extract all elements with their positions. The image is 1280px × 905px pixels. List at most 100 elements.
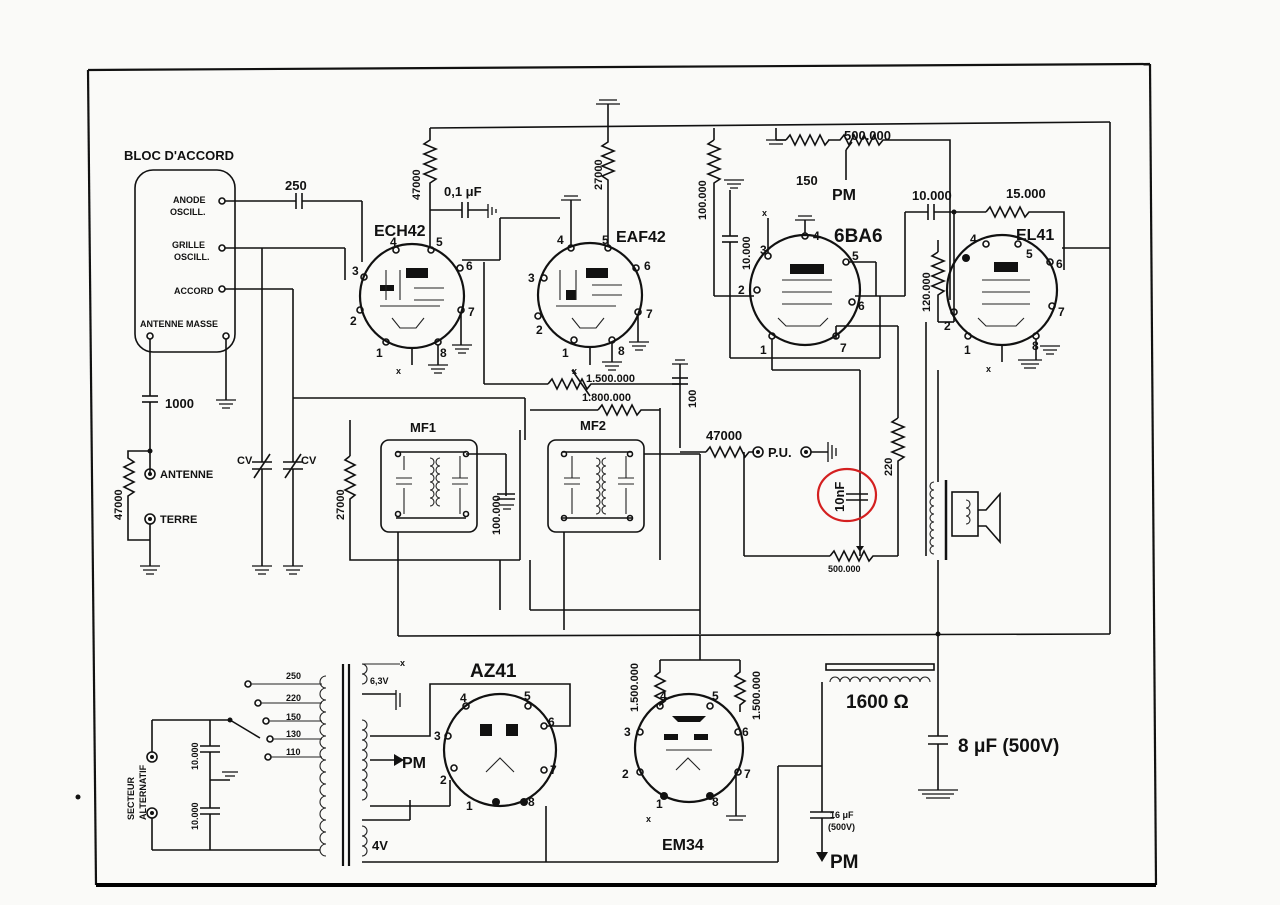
c10nf-label: 10nF [832,482,847,512]
svg-text:6: 6 [644,259,651,273]
r150-label: 150 [796,173,818,188]
svg-text:1: 1 [760,343,767,357]
filter-section: 1600 Ω 8 μF (500V) 16 μF (500V) PM [810,663,1059,873]
svg-text:8: 8 [440,346,447,360]
power-transformer: 250 220 150 130 110 6,3V x PM 4V [227,658,546,866]
c8uf-label: 8 μF (500V) [958,736,1059,757]
svg-text:7: 7 [646,307,653,321]
svg-text:2: 2 [440,773,447,787]
svg-text:3: 3 [624,725,631,739]
svg-text:5: 5 [524,689,531,703]
az41-label: AZ41 [470,661,517,682]
svg-text:x: x [572,366,577,376]
c01uf-label: 0,1 μF [444,184,482,199]
grille-terminal [218,244,226,252]
c1000-label: 1000 [165,396,194,411]
svg-text:7: 7 [840,341,847,355]
bloc-oscill2-label: OSCILL. [174,252,210,262]
svg-text:2: 2 [944,319,951,333]
svg-text:2: 2 [536,323,543,337]
svg-text:7: 7 [744,767,751,781]
r220-label: 220 [883,458,895,476]
svg-text:4: 4 [813,229,820,243]
tap130-label: 130 [286,729,301,739]
svg-text:x: x [400,658,405,668]
svg-text:x: x [986,364,991,374]
secteur-label: SECTEUR [126,776,136,820]
c10000-el41-label: 10.000 [912,188,952,203]
svg-text:2: 2 [738,283,745,297]
output-transformer [929,370,1001,736]
mf2-label: MF2 [580,418,606,433]
mains-input: SECTEUR ALTERNATIF 10.000 10.000 [126,719,320,851]
eaf42-tube: EAF42 3 2 1 8 7 6 5 4 x 27000 [528,99,666,376]
svg-text:6: 6 [858,299,865,313]
antenne-terminal-label: ANTENNE [160,469,213,481]
r1500000-em-l-label: 1.500.000 [629,663,641,712]
terre-terminal-label: TERRE [160,514,197,526]
em34-label: EM34 [662,837,704,854]
svg-text:8: 8 [712,795,719,809]
c10000-6ba6-label: 10.000 [741,236,753,270]
svg-text:6: 6 [742,725,749,739]
svg-text:7: 7 [1058,305,1065,319]
svg-text:x: x [646,814,651,824]
tap250-label: 250 [286,671,301,681]
svg-text:7: 7 [550,763,557,777]
svg-text:x: x [762,208,767,218]
bloc-grille-label: GRILLE [172,240,205,250]
pm-bottom-label: PM [830,852,859,873]
mf-section: MF1 MF2 27000 100.000 [335,398,700,636]
svg-text:x: x [396,366,401,376]
svg-text:5: 5 [436,235,443,249]
r47000-ant-label: 47000 [113,489,125,520]
alternatif-label: ALTERNATIF [138,764,148,820]
c250-label: 250 [285,178,307,193]
v4-label: 4V [372,838,388,853]
pm-mid-label: PM [402,755,426,772]
hv-rail-bottom [397,633,1111,637]
svg-text:4: 4 [660,689,667,703]
top-pot: 150 500.000 PM [766,128,951,300]
svg-text:4: 4 [390,235,397,249]
r1500000-em-r-label: 1.500.000 [751,671,763,720]
svg-text:1: 1 [562,346,569,360]
c10000-a-label: 10.000 [190,742,200,770]
svg-text:6: 6 [466,259,473,273]
r47000-top-label: 47000 [411,169,423,200]
volume-section: 220 500.000 [828,417,907,574]
em34-tube: EM34 4 5 3 6 2 7 1 8 x 1.500.000 1.500.0… [622,636,763,854]
c250: 250 [225,178,363,262]
r100000-label: 100.000 [697,180,709,220]
pu-terminal-label: P.U. [768,445,792,460]
r47000-pu-label: 47000 [706,428,742,443]
svg-text:8: 8 [528,795,535,809]
bloc-title: BLOC D'ACCORD [124,148,234,163]
bloc-accord: BLOC D'ACCORD ANODE OSCILL. GRILLE OSCIL… [124,148,236,353]
6ba6-tube: 100.000 10.000 6BA6 3 2 1 7 6 5 4 x [697,128,905,548]
anode-terminal [218,197,226,205]
ech42-label: ECH42 [374,223,426,240]
c10nf: 10nF [816,467,878,523]
r1800000-label: 1.800.000 [582,392,631,404]
bloc-accord-label: ACCORD [174,286,214,296]
eaf42-label: EAF42 [616,229,666,246]
tap150-label: 150 [286,712,301,722]
svg-text:6: 6 [548,715,555,729]
bloc-oscill1-label: OSCILL. [170,207,206,217]
pot500000-top-label: 500.000 [844,128,891,143]
pm-top-label: PM [832,187,856,204]
bloc-antenne-masse-label: ANTENNE MASSE [140,319,218,329]
choke-label: 1600 Ω [846,692,909,713]
mf2-can [547,439,645,533]
svg-text:3: 3 [352,264,359,278]
el41-tube: EL41 4 5 6 7 8 1 2 x [944,227,1110,374]
svg-text:6: 6 [1056,257,1063,271]
svg-text:1: 1 [964,343,971,357]
c16uf-b-label: (500V) [828,822,855,832]
mf1-label: MF1 [410,420,436,435]
r15000-label: 15.000 [1006,186,1046,201]
svg-text:7: 7 [468,305,475,319]
el41-coupling: 10.000 15.000 120.000 [904,186,1065,556]
